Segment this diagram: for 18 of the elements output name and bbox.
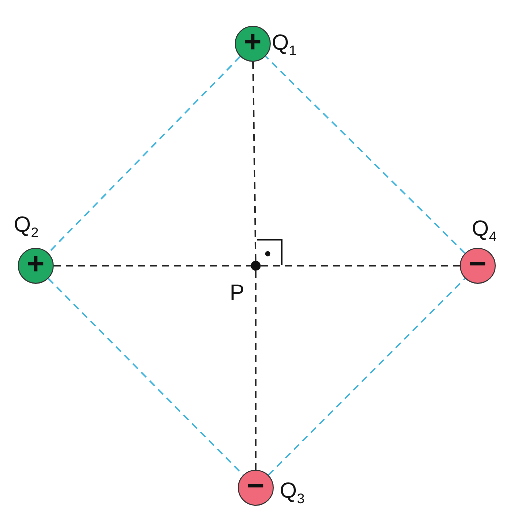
charge-label: Q$_{4}$ [472, 218, 497, 244]
charge-circle: − [460, 248, 496, 284]
charge-label: Q$_{1}$ [272, 32, 297, 58]
charge-circle: − [238, 470, 274, 506]
point-dot [251, 261, 261, 271]
point-label: P [230, 282, 245, 304]
dashed-line [255, 271, 257, 470]
dashed-line [54, 265, 251, 267]
dashed-line [252, 62, 257, 261]
dashed-line [265, 56, 466, 254]
dashed-line [48, 56, 241, 254]
dashed-line [261, 265, 460, 267]
dashed-line [268, 278, 466, 476]
charge-label: Q$_{2}$ [14, 214, 39, 240]
charge-circle: + [235, 26, 271, 62]
dashed-line [48, 278, 244, 476]
charge-label: Q$_{3}$ [280, 480, 305, 506]
charge-circle: + [18, 248, 54, 284]
